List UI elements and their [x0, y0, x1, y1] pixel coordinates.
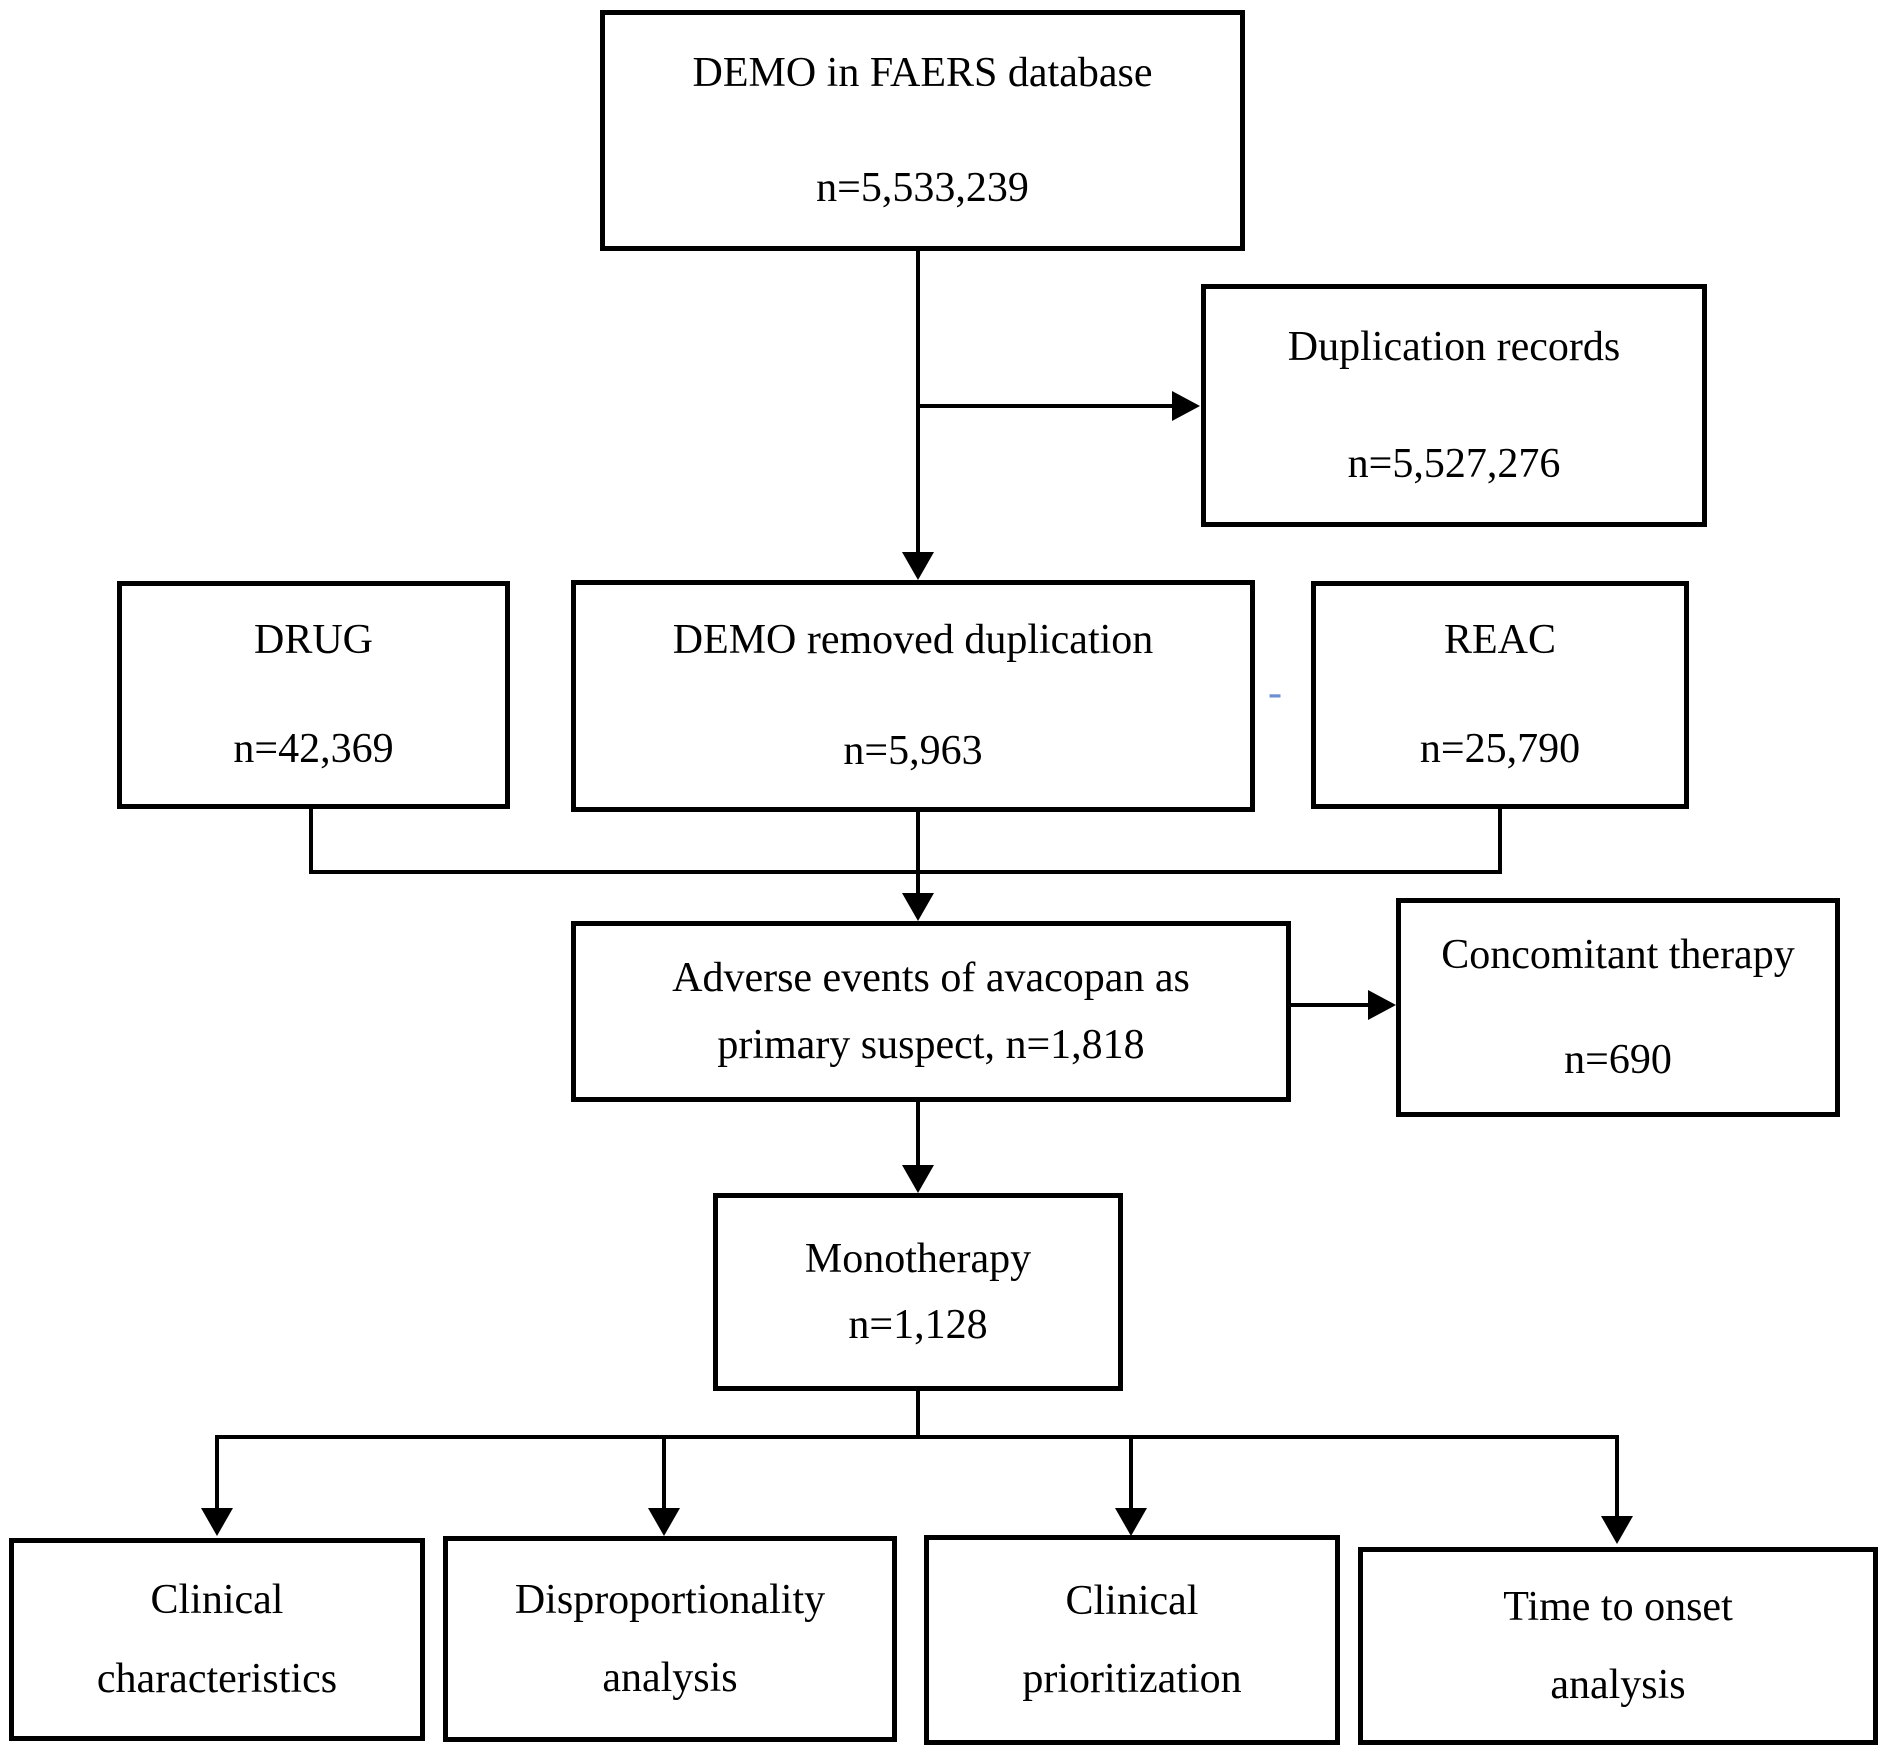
arrowhead-into-adverse: [902, 893, 934, 921]
arrowhead-into-concomitant: [1368, 990, 1396, 1020]
box-demo-faers-count: n=5,533,239: [816, 165, 1029, 212]
box-drug-count: n=42,369: [233, 726, 394, 773]
box-adverse-events-line2: primary suspect, n=1,818: [717, 1022, 1145, 1068]
box-clinical-characteristics-line1: Clinical: [150, 1577, 284, 1624]
drop-line-clinical-prioritization: [1129, 1435, 1133, 1513]
arrowhead-into-clinical-characteristics: [201, 1508, 233, 1536]
box-concomitant-therapy-title: Concomitant therapy: [1441, 932, 1795, 979]
box-duplication-records-count: n=5,527,276: [1347, 440, 1561, 487]
box-demo-faers: DEMO in FAERS database n=5,533,239: [600, 10, 1245, 251]
box-duplication-records: Duplication records n=5,527,276: [1201, 284, 1707, 527]
box-demo-removed-duplication-title: DEMO removed duplication: [672, 617, 1154, 664]
box-monotherapy-title: Monotherapy: [804, 1235, 1032, 1282]
box-disproportionality-analysis-line1: Disproportionality: [514, 1576, 826, 1623]
drop-line-disproportionality: [662, 1435, 666, 1513]
arrowhead-into-dedup: [902, 552, 934, 580]
flow-line-topbox-to-dedup: [916, 250, 920, 556]
box-time-to-onset-analysis-line2: analysis: [1550, 1662, 1686, 1708]
box-clinical-characteristics-line2: characteristics: [96, 1655, 338, 1702]
arrowhead-into-monotherapy: [902, 1165, 934, 1193]
box-reac-title: REAC: [1443, 617, 1556, 664]
distribution-line: [215, 1435, 1619, 1439]
flow-line-dedup-to-adverse: [916, 810, 920, 899]
box-concomitant-therapy-count: n=690: [1564, 1036, 1672, 1083]
box-time-to-onset-analysis-line1: Time to onset: [1503, 1583, 1733, 1630]
arrowhead-into-time-to-onset: [1601, 1516, 1633, 1544]
box-demo-removed-duplication: DEMO removed duplication n=5,963: [571, 580, 1255, 812]
box-reac: REAC n=25,790: [1311, 581, 1689, 809]
box-duplication-records-title: Duplication records: [1287, 324, 1621, 371]
box-drug: DRUG n=42,369: [117, 581, 510, 809]
box-demo-faers-title: DEMO in FAERS database: [692, 49, 1153, 96]
arrowhead-into-clinical-prioritization: [1115, 1508, 1147, 1536]
arrowhead-into-duplication: [1172, 391, 1200, 421]
box-disproportionality-analysis-line2: analysis: [602, 1655, 738, 1701]
box-drug-title: DRUG: [253, 617, 373, 664]
box-monotherapy-count: n=1,128: [848, 1302, 988, 1348]
box-adverse-events: Adverse events of avacopan as primary su…: [571, 921, 1291, 1102]
drop-line-time-to-onset: [1615, 1435, 1619, 1521]
merge-line: [309, 870, 1502, 874]
box-reac-count: n=25,790: [1419, 726, 1581, 773]
stray-blue-dash: -: [1268, 670, 1282, 716]
arrowhead-into-disproportionality: [648, 1508, 680, 1536]
box-monotherapy: Monotherapy n=1,128: [713, 1193, 1123, 1391]
box-clinical-prioritization-line1: Clinical: [1065, 1577, 1199, 1624]
stub-drug-down: [309, 806, 313, 874]
box-adverse-events-line1: Adverse events of avacopan as: [672, 954, 1190, 1001]
box-time-to-onset-analysis: Time to onset analysis: [1358, 1547, 1878, 1745]
box-concomitant-therapy: Concomitant therapy n=690: [1396, 898, 1840, 1117]
flow-line-adverse-to-monotherapy: [916, 1100, 920, 1168]
flow-line-adverse-to-concomitant: [1288, 1003, 1374, 1007]
box-demo-removed-duplication-count: n=5,963: [843, 728, 983, 775]
flow-line-monotherapy-down: [916, 1389, 920, 1439]
stub-reac-down: [1498, 806, 1502, 874]
drop-line-clinical-characteristics: [215, 1435, 219, 1513]
box-disproportionality-analysis: Disproportionality analysis: [443, 1536, 897, 1742]
box-clinical-characteristics: Clinical characteristics: [9, 1538, 425, 1741]
flow-line-branch-to-duplication: [916, 404, 1174, 408]
box-clinical-prioritization-line2: prioritization: [1022, 1656, 1242, 1702]
box-clinical-prioritization: Clinical prioritization: [924, 1535, 1340, 1745]
